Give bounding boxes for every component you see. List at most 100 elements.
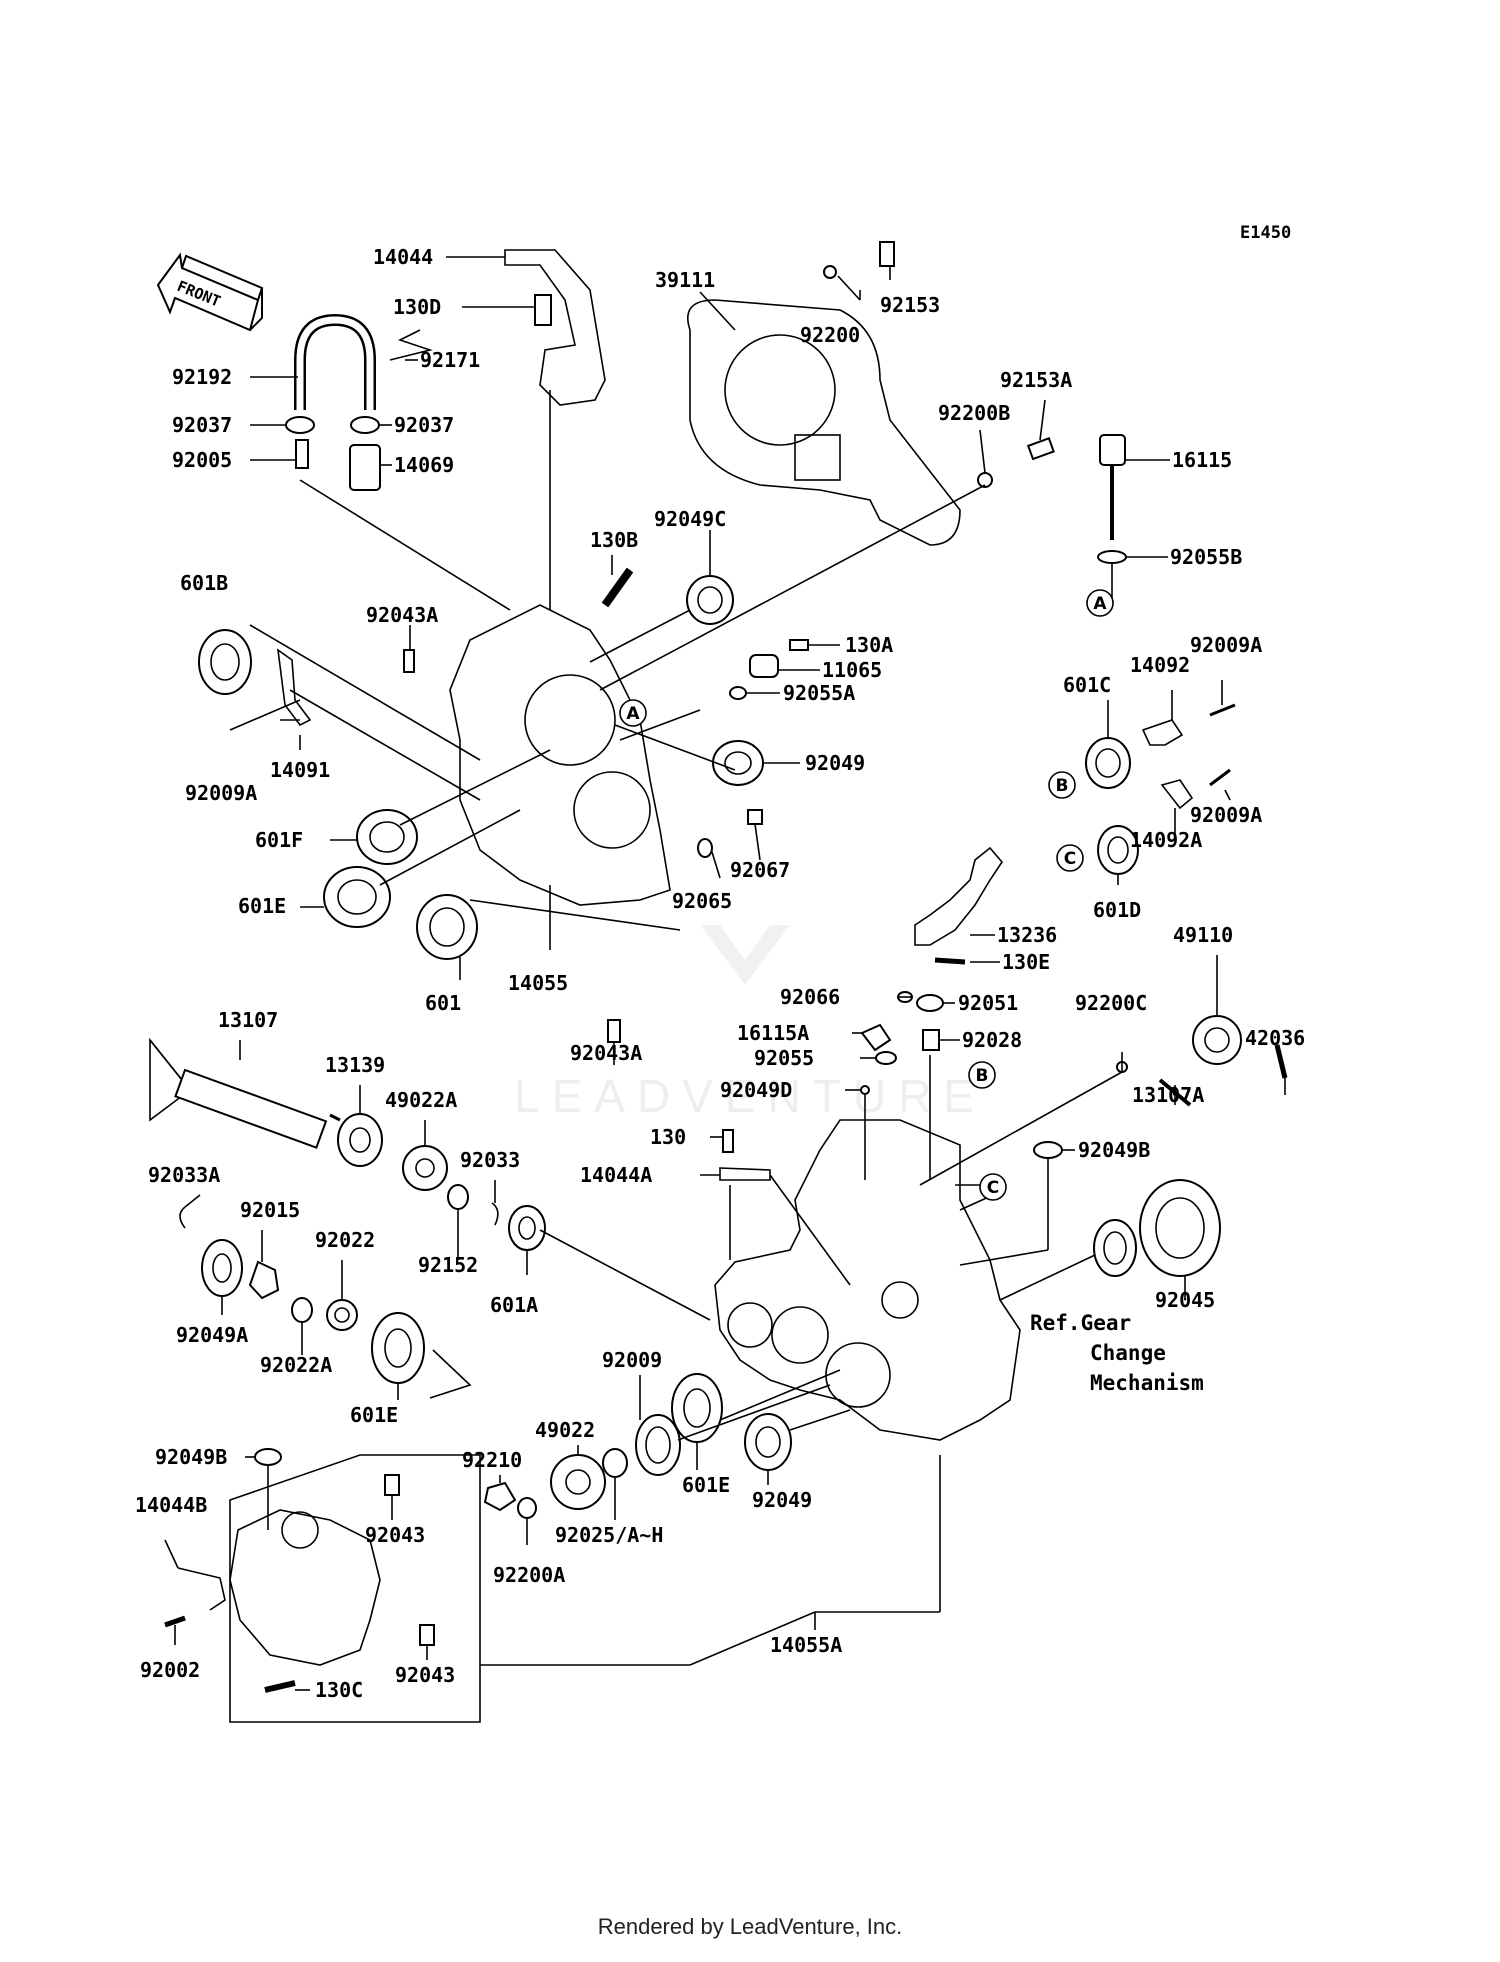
- part-label: 92009: [602, 1348, 662, 1372]
- part-label: 92043A: [366, 603, 438, 627]
- part-label: 92045: [1155, 1288, 1215, 1312]
- part-label: 92200: [800, 323, 860, 347]
- marker-c-circle: [979, 1173, 1007, 1201]
- part-label: 92200A: [493, 1563, 565, 1587]
- part-label: 92049: [805, 751, 865, 775]
- part-label: 92009A: [1190, 633, 1262, 657]
- marker-b: B: [1056, 776, 1069, 796]
- part-label: 130C: [315, 1678, 363, 1702]
- part-label: 92049A: [176, 1323, 248, 1347]
- part-label: 92055B: [1170, 545, 1242, 569]
- part-label: 92200C: [1075, 991, 1147, 1015]
- marker-a: A: [626, 704, 640, 724]
- part-label: 92037: [172, 413, 232, 437]
- part-label: 601F: [255, 828, 303, 852]
- part-labels: 14044 130D 92192 92171 92037 92037 92005…: [135, 245, 1305, 1702]
- part-label: 11065: [822, 658, 882, 682]
- part-label: 14091: [270, 758, 330, 782]
- part-label: 14044B: [135, 1493, 207, 1517]
- part-label: 14092A: [1130, 828, 1202, 852]
- marker-b: B: [976, 1066, 989, 1086]
- part-label: 601C: [1063, 673, 1111, 697]
- part-label: 92152: [418, 1253, 478, 1277]
- part-label: 92049: [752, 1488, 812, 1512]
- ref-note-line: Ref.Gear: [1030, 1311, 1131, 1335]
- marker-b-circle: [1048, 771, 1076, 799]
- watermark: LEADVENTURE: [514, 925, 986, 1122]
- part-label: 14055A: [770, 1633, 842, 1657]
- part-label: 39111: [655, 268, 715, 292]
- part-label: 130A: [845, 633, 893, 657]
- part-label: 92043A: [570, 1041, 642, 1065]
- ref-note-line: Mechanism: [1090, 1371, 1204, 1395]
- watermark-text: LEADVENTURE: [514, 1070, 986, 1122]
- part-label: 130D: [393, 295, 441, 319]
- part-shapes: [149, 241, 1288, 1723]
- ref-note-line: Change: [1090, 1341, 1166, 1365]
- part-label: 92028: [962, 1028, 1022, 1052]
- part-label: 92037: [394, 413, 454, 437]
- part-label: 92009A: [1190, 803, 1262, 827]
- footer-credit: Rendered by LeadVenture, Inc.: [597, 1914, 903, 1939]
- part-label: 92033A: [148, 1163, 220, 1187]
- part-label: 16115A: [737, 1021, 809, 1045]
- part-label: 92049B: [1078, 1138, 1150, 1162]
- part-label: 14044A: [580, 1163, 652, 1187]
- part-label: 92153: [880, 293, 940, 317]
- ref-note: Ref.Gear Change Mechanism: [1030, 1311, 1204, 1395]
- part-label: 92192: [172, 365, 232, 389]
- part-label: 130B: [590, 528, 638, 552]
- part-label: 16115: [1172, 448, 1232, 472]
- part-label: 92049D: [720, 1078, 792, 1102]
- part-label: 92043: [365, 1523, 425, 1547]
- part-label: 14069: [394, 453, 454, 477]
- markers: A A B B C C: [619, 589, 1114, 1201]
- part-label: 92153A: [1000, 368, 1072, 392]
- front-arrow-icon: FRONT: [156, 252, 264, 332]
- part-label: 130E: [1002, 950, 1050, 974]
- part-label: 49022A: [385, 1088, 457, 1112]
- part-label: 601A: [490, 1293, 538, 1317]
- part-label: 14055: [508, 971, 568, 995]
- part-label: 92210: [462, 1448, 522, 1472]
- part-label: 92067: [730, 858, 790, 882]
- marker-a-circle: [1086, 589, 1114, 617]
- part-label: 130: [650, 1125, 686, 1149]
- part-label: 92065: [672, 889, 732, 913]
- part-label: 92005: [172, 448, 232, 472]
- part-label: 92025/A~H: [555, 1523, 663, 1547]
- part-label: 92051: [958, 991, 1018, 1015]
- part-label: 92055A: [783, 681, 855, 705]
- part-label: 92043: [395, 1663, 455, 1687]
- part-label: 601B: [180, 571, 228, 595]
- part-label: 13107: [218, 1008, 278, 1032]
- part-label: 92049B: [155, 1445, 227, 1469]
- part-label: 601E: [682, 1473, 730, 1497]
- part-label: 49022: [535, 1418, 595, 1442]
- part-label: 92022A: [260, 1353, 332, 1377]
- part-label: 92033: [460, 1148, 520, 1172]
- part-label: 601D: [1093, 898, 1141, 922]
- part-label: 13236: [997, 923, 1057, 947]
- part-label: 42036: [1245, 1026, 1305, 1050]
- marker-a: A: [1093, 594, 1107, 614]
- part-label: 14044: [373, 245, 433, 269]
- marker-c: C: [1064, 849, 1076, 869]
- part-label: 13107A: [1132, 1083, 1204, 1107]
- part-label: 92066: [780, 985, 840, 1009]
- part-label: 92055: [754, 1046, 814, 1070]
- part-label: 92022: [315, 1228, 375, 1252]
- part-label: 14092: [1130, 653, 1190, 677]
- part-label: 92015: [240, 1198, 300, 1222]
- diagram-code: E1450: [1240, 223, 1291, 243]
- part-label: 92200B: [938, 401, 1010, 425]
- marker-b-circle: [968, 1061, 996, 1089]
- part-label: 92009A: [185, 781, 257, 805]
- part-label: 92049C: [654, 507, 726, 531]
- part-label: 92002: [140, 1658, 200, 1682]
- marker-c: C: [987, 1178, 999, 1198]
- marker-a-circle: [619, 699, 647, 727]
- part-label: 92171: [420, 348, 480, 372]
- part-label: 13139: [325, 1053, 385, 1077]
